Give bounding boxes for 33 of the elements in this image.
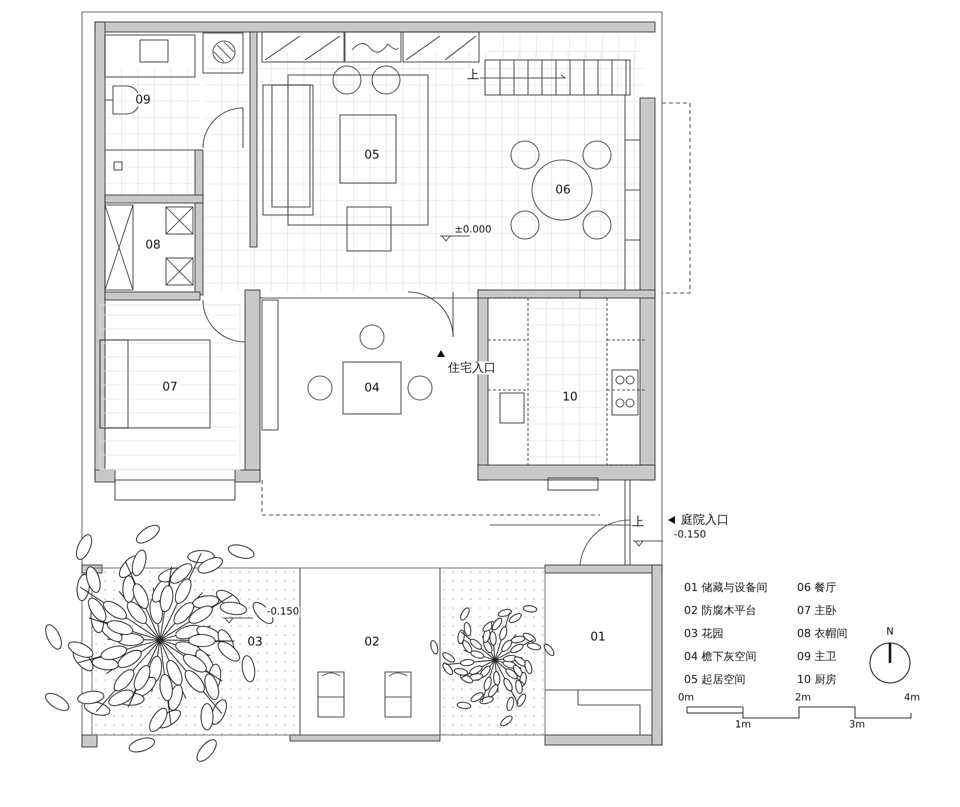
- room-number: 04: [363, 381, 381, 395]
- legend-text: 06 餐厅: [796, 582, 838, 594]
- room-number: 01: [589, 630, 607, 644]
- scale-label: 1m: [734, 720, 752, 730]
- legend-text: 09 主卫: [796, 650, 838, 664]
- legend-text: 04 檐下灰空间: [683, 650, 758, 664]
- north-label: N: [885, 626, 895, 638]
- legend-text: 03 花园: [683, 628, 724, 640]
- scale-label: 0m: [676, 692, 696, 704]
- room-number: 02: [363, 635, 381, 649]
- elevation-label: -0.150: [672, 530, 708, 540]
- legend-text: 07 主卧: [796, 604, 838, 618]
- room-number: 08: [144, 238, 162, 252]
- scale-label: 2m: [794, 692, 812, 704]
- scale-label: 4m: [902, 692, 922, 704]
- stair-label: 上: [631, 515, 645, 529]
- room-number: 10: [561, 390, 579, 404]
- room-number: 03: [246, 635, 264, 649]
- room-number: 09: [134, 93, 152, 107]
- entrance-label: 住宅入口: [447, 361, 497, 375]
- legend-text: 08 衣帽间: [796, 628, 848, 640]
- elevation-label: ±0.000: [454, 224, 492, 236]
- legend-text: 02 防腐木平台: [683, 604, 758, 618]
- stair-label: 上: [466, 68, 480, 82]
- room-number: 07: [161, 380, 179, 394]
- elevation-label: -0.150: [266, 606, 300, 618]
- room-number: 05: [363, 148, 381, 162]
- entrance-label: 庭院入口: [680, 513, 730, 527]
- scale-label: 3m: [848, 720, 866, 730]
- legend-text: 05 起居空间: [683, 674, 746, 686]
- legend-text: 10 厨房: [796, 674, 838, 686]
- room-number: 06: [554, 183, 572, 197]
- legend-text: 01 储藏与设备间: [683, 582, 768, 594]
